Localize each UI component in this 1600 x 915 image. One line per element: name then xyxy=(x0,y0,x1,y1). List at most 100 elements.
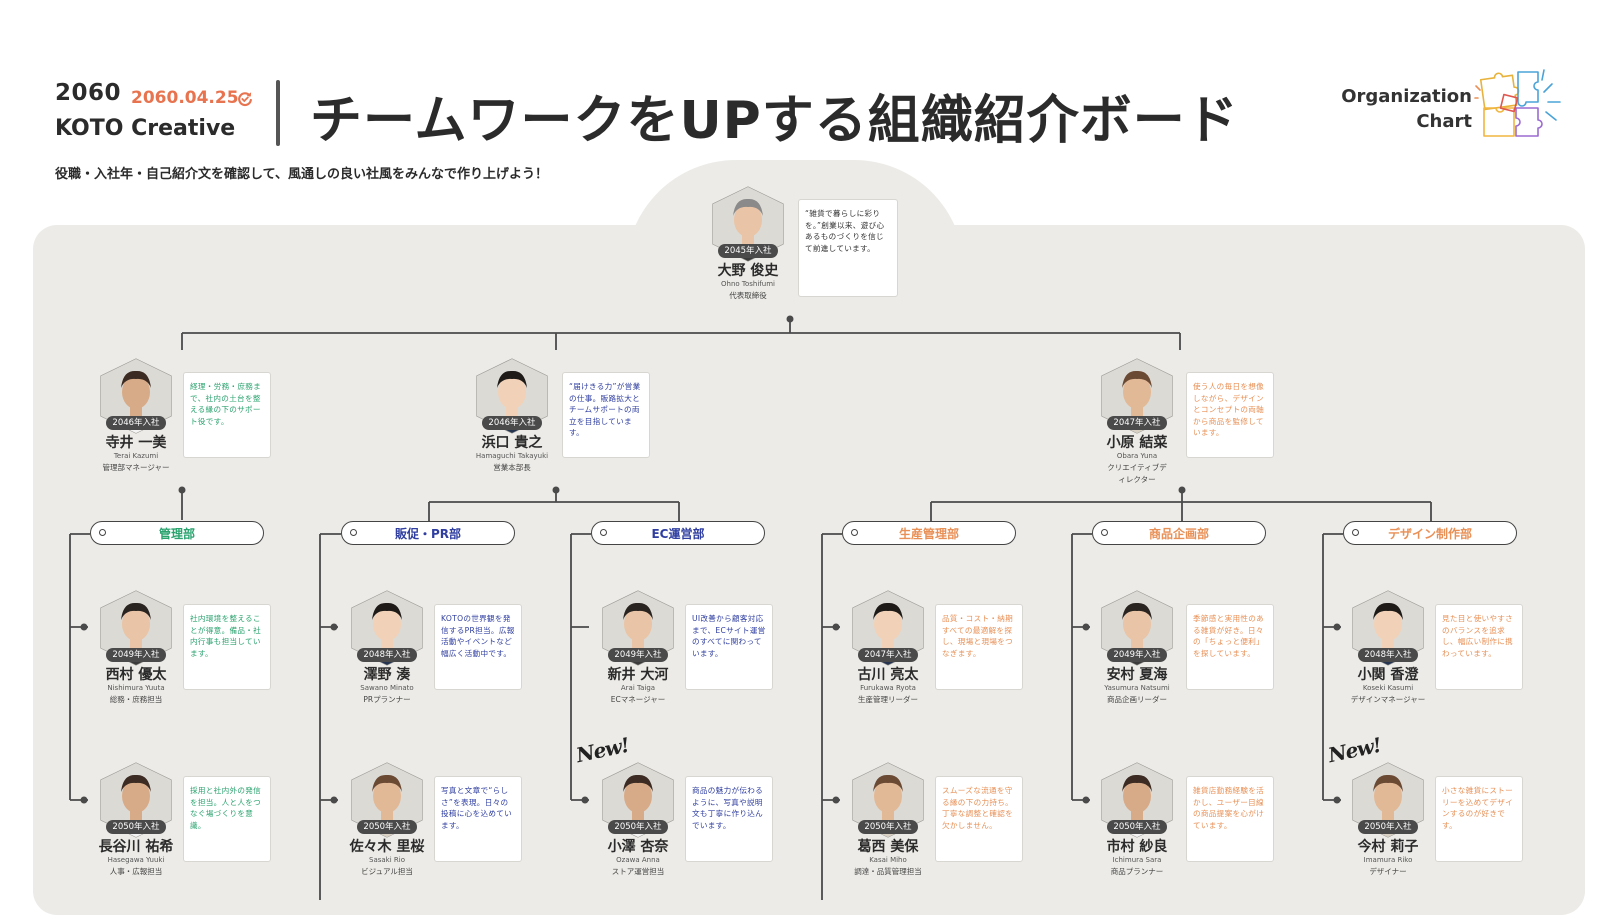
member-name: 小関 香澄 xyxy=(1357,667,1419,683)
page-subtitle: 役職・入社年・自己紹介文を確認して、風通しの良い社風をみんなで作り上げよう！ xyxy=(55,167,548,182)
dept-label: 管理部 xyxy=(158,527,195,541)
member-name: 長谷川 祐希 xyxy=(98,839,174,855)
member-name: 安村 夏海 xyxy=(1106,667,1168,683)
member-role: ビジュアル担当 xyxy=(361,867,413,876)
member-role: ストア運営担当 xyxy=(611,867,665,876)
member-bio: 小さな雑貨にストーリーを込めてデザインするのが好きです。 xyxy=(1435,776,1523,862)
member-romaji: Arai Taiga xyxy=(620,684,656,692)
join-year-badge: 2046年入社 xyxy=(482,416,542,430)
dept-kanri[interactable]: 管理部 xyxy=(90,521,264,545)
member-romaji: Obara Yuna xyxy=(1116,452,1158,460)
puzzle-icon xyxy=(1474,69,1561,137)
member-name: 古川 亮太 xyxy=(857,667,919,683)
company-year: 2060 xyxy=(55,80,122,106)
member-romaji: Imamura Riko xyxy=(1363,856,1413,864)
join-year-badge: 2050年入社 xyxy=(858,820,918,834)
member-romaji: Sawano Minato xyxy=(360,684,414,692)
member-romaji: Furukawa Ryota xyxy=(860,684,916,692)
member-bio: 経理・労務・庶務まで、社内の土台を整える縁の下のサポート役です。 xyxy=(183,372,271,458)
member-name: 葛西 美保 xyxy=(857,839,919,855)
dept-label: EC運営部 xyxy=(651,527,705,541)
member-name: 今村 莉子 xyxy=(1357,839,1419,855)
org-chart-label: Organization Chart xyxy=(1341,84,1472,134)
member-name: 小原 結菜 xyxy=(1106,435,1168,451)
title-divider xyxy=(276,80,280,146)
page-title: チームワークをUPする組織紹介ボード xyxy=(310,91,1239,151)
member-bio: 使う人の毎日を想像しながら、デザインとコンセプトの両軸から商品を監修しています。 xyxy=(1186,372,1274,458)
member-bio: 見た目と使いやすさのバランスを追求し、幅広い制作に携わっています。 xyxy=(1435,604,1523,690)
join-year-badge: 2047年入社 xyxy=(858,648,918,662)
dept-label: 生産管理部 xyxy=(898,527,959,541)
member-romaji: Hamaguchi Takayuki xyxy=(475,452,549,460)
join-year-badge: 2048年入社 xyxy=(1358,648,1418,662)
member-bio: UI改善から顧客対応まで、ECサイト運営のすべてに関わっています。 xyxy=(685,604,773,690)
member-bio: 季節感と実用性のある雑貨が好き。日々の「ちょっと便利」を探しています。 xyxy=(1186,604,1274,690)
join-year-badge: 2049年入社 xyxy=(1107,648,1167,662)
member-romaji: Sasaki Rio xyxy=(369,856,405,864)
member-name: 市村 紗良 xyxy=(1106,839,1168,855)
member-bio: “雑貨で暮らしに彩りを。”創業以来、遊び心あるものづくりを信じて前進しています。 xyxy=(798,199,898,297)
member-bio: 商品の魅力が伝わるように、写真や説明文も丁寧に作り込んでいます。 xyxy=(685,776,773,862)
join-year-badge: 2046年入社 xyxy=(106,416,166,430)
member-name: 寺井 一美 xyxy=(105,435,167,451)
member-role: 人事・広報担当 xyxy=(109,867,163,876)
dept-label: デザイン制作部 xyxy=(1387,527,1472,541)
member-role: 管理部マネージャー xyxy=(102,463,170,472)
member-name: 佐々木 里桜 xyxy=(349,839,425,855)
dept-ec[interactable]: EC運営部 xyxy=(591,521,765,545)
member-name: 澤野 湊 xyxy=(363,667,411,683)
dept-label: 販促・PR部 xyxy=(394,527,462,541)
member-romaji: Ozawa Anna xyxy=(616,856,660,864)
member-role: クリエイティブディレクター xyxy=(1107,463,1167,484)
member-romaji: Ohno Toshifumi xyxy=(721,280,775,288)
dept-pr[interactable]: 販促・PR部 xyxy=(341,521,515,545)
member-role: PRプランナー xyxy=(363,695,411,704)
member-role: 商品企画リーダー xyxy=(1107,695,1167,704)
member-role: デザイナー xyxy=(1369,867,1407,876)
dept-label: 商品企画部 xyxy=(1148,527,1209,541)
join-year-badge: 2048年入社 xyxy=(357,648,417,662)
member-romaji: Hasegawa Yuuki xyxy=(107,856,165,864)
member-name: 浜口 貴之 xyxy=(481,435,543,451)
member-name: 西村 優太 xyxy=(105,667,167,683)
join-year-badge: 2049年入社 xyxy=(106,648,166,662)
member-role: 代表取締役 xyxy=(729,291,767,300)
member-role: 営業本部長 xyxy=(493,463,531,472)
member-name: 大野 俊史 xyxy=(717,263,779,279)
member-bio: 雑貨店勤務経験を活かし、ユーザー目線の商品提案を心がけています。 xyxy=(1186,776,1274,862)
member-romaji: Terai Kazumi xyxy=(113,452,159,460)
member-role: 生産管理リーダー xyxy=(858,695,918,704)
member-role: ECマネージャー xyxy=(610,695,666,704)
join-year-badge: 2050年入社 xyxy=(608,820,668,834)
member-role: 総務・庶務担当 xyxy=(109,695,163,704)
join-year-badge: 2045年入社 xyxy=(718,244,778,258)
join-year-badge: 2050年入社 xyxy=(357,820,417,834)
join-year-badge: 2047年入社 xyxy=(1107,416,1167,430)
member-romaji: Nishimura Yuuta xyxy=(107,684,165,692)
dept-production[interactable]: 生産管理部 xyxy=(842,521,1016,545)
member-role: デザインマネージャー xyxy=(1350,695,1426,704)
member-bio: “届けきる力”が営業の仕事。販路拡大とチームサポートの両立を目指しています。 xyxy=(562,372,650,458)
join-year-badge: 2050年入社 xyxy=(1358,820,1418,834)
member-bio: スムーズな流通を守る縁の下の力持ち。丁寧な調整と確認を欠かしません。 xyxy=(935,776,1023,862)
join-year-badge: 2050年入社 xyxy=(106,820,166,834)
org-label-line2: Chart xyxy=(1416,111,1472,132)
member-romaji: Ichimura Sara xyxy=(1112,856,1162,864)
member-role: 商品プランナー xyxy=(1110,867,1164,876)
member-name: 新井 大河 xyxy=(607,667,669,683)
member-bio: 採用と社内外の発信を担当。人と人をつなぐ場づくりを意識。 xyxy=(183,776,271,862)
refresh-icon[interactable] xyxy=(236,90,254,108)
member-bio: KOTOの世界観を発信するPR担当。広報活動やイベントなど幅広く活動中です。 xyxy=(434,604,522,690)
member-bio: 品質・コスト・納期すべての最適解を探し、現場と現場をつなぎます。 xyxy=(935,604,1023,690)
join-year-badge: 2050年入社 xyxy=(1107,820,1167,834)
dept-design[interactable]: デザイン制作部 xyxy=(1343,521,1517,545)
member-bio: 社内環境を整えることが得意。備品・社内行事も担当しています。 xyxy=(183,604,271,690)
board-date: 2060.04.25 xyxy=(131,88,239,108)
member-romaji: Kasai Miho xyxy=(869,856,907,864)
join-year-badge: 2049年入社 xyxy=(608,648,668,662)
dept-planning[interactable]: 商品企画部 xyxy=(1092,521,1266,545)
org-label-line1: Organization xyxy=(1341,86,1472,107)
member-role: 調達・品質管理担当 xyxy=(854,867,922,876)
company-name: KOTO Creative xyxy=(55,116,236,141)
